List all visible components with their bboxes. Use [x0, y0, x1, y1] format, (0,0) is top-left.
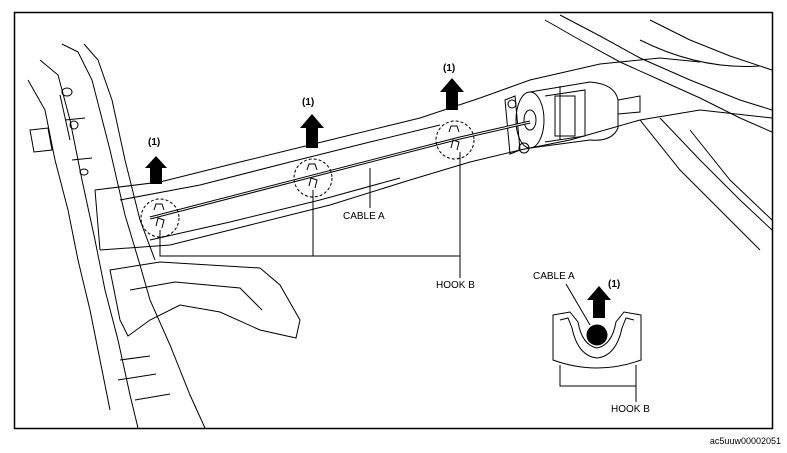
- hook-b-markers: [140, 120, 475, 238]
- detail-hook-b-bracket: [559, 365, 637, 402]
- detail-hook-b-label: HOOK B: [611, 404, 650, 415]
- lift-arrows: [145, 78, 464, 184]
- arrow-callout-label-1: (1): [148, 137, 161, 148]
- cable-a: [149, 120, 531, 220]
- detail-arrow-callout-label: (1): [608, 279, 621, 290]
- hook-b-circle-left: [140, 198, 180, 238]
- figure-code: ac5uuw00002051: [709, 436, 781, 446]
- hook-b-bracket: [159, 230, 460, 257]
- lift-arrow-3: [440, 78, 464, 110]
- cable-a-label: CABLE A: [343, 211, 385, 222]
- figure-frame: [13, 11, 774, 430]
- arrow-callout-label-2: (1): [302, 97, 315, 108]
- leader-lines: [159, 152, 461, 278]
- hook-b-label: HOOK B: [436, 280, 475, 291]
- detail-cable-a-label: CABLE A: [533, 271, 575, 282]
- left-frame-rail: [27, 43, 206, 429]
- detail-cable-a-leader: [565, 283, 591, 326]
- lift-arrow-2: [300, 114, 324, 148]
- hook-b-circle-middle: [293, 158, 333, 198]
- arrow-callout-label-3: (1): [443, 63, 456, 74]
- hook-b-circle-right: [435, 120, 475, 160]
- cross-member: [94, 57, 773, 401]
- actuator-motor: [504, 81, 641, 155]
- detail-lift-arrow: [587, 286, 611, 318]
- lift-arrow-1: [145, 156, 167, 184]
- right-frame: [544, 14, 773, 251]
- hook-detail-inset: [552, 283, 642, 402]
